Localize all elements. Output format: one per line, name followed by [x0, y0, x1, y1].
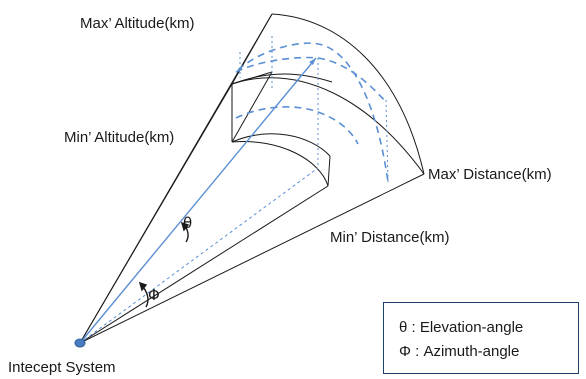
- projection-verticals: [239, 36, 389, 183]
- min-box-top-edge: [231, 71, 273, 85]
- min-box-slant: [231, 71, 273, 143]
- cone-edge-inner-upper: [79, 83, 233, 344]
- cone-edge-inner-lower: [79, 185, 329, 344]
- cone-edge-lower: [79, 173, 425, 344]
- max-distance-surface: [231, 13, 425, 175]
- max-altitude-arc: [271, 13, 425, 175]
- min-distance-arc: [231, 141, 329, 187]
- elevation-ray: [79, 57, 317, 344]
- min-altitude-arc: [231, 133, 331, 157]
- projection-arcs: [235, 42, 389, 183]
- phi-symbol: Φ: [148, 286, 160, 304]
- dashed-arc-outer: [237, 42, 389, 183]
- theta-symbol: θ: [183, 214, 192, 232]
- max-distance-mid-arc: [231, 77, 425, 175]
- max-vertical-edge: [231, 13, 273, 85]
- target-rays: [79, 57, 319, 344]
- dotted-vertical-3: [385, 99, 389, 183]
- azimuth-ground-ray: [79, 167, 319, 344]
- theta-arc-arrow: [180, 221, 190, 232]
- min-distance-label: Min’ Distance(km): [330, 229, 449, 246]
- legend-phi: Φ : Azimuth-angle: [399, 343, 520, 360]
- angle-arcs: [138, 221, 190, 308]
- dashed-arc-mid: [235, 56, 387, 103]
- max-distance-label: Max’ Distance(km): [428, 166, 552, 183]
- legend-box: θ : Elevation-angle Φ : Azimuth-angle: [383, 302, 579, 374]
- min-vertical-edge-right: [327, 155, 331, 187]
- min-distance-surface: [231, 71, 333, 187]
- phi-arc-arrow: [138, 281, 148, 292]
- min-altitude-label: Min’ Altitude(km): [64, 129, 174, 146]
- intercept-system-dot: [74, 338, 86, 348]
- max-altitude-label: Max’ Altitude(km): [80, 15, 194, 32]
- elevation-ray-arrowhead: [309, 58, 316, 65]
- legend-theta: θ : Elevation-angle: [399, 319, 524, 336]
- dashed-arc-inner: [235, 106, 359, 145]
- cone-edges: [79, 13, 425, 344]
- intercept-system-label: Intecept System: [8, 359, 116, 376]
